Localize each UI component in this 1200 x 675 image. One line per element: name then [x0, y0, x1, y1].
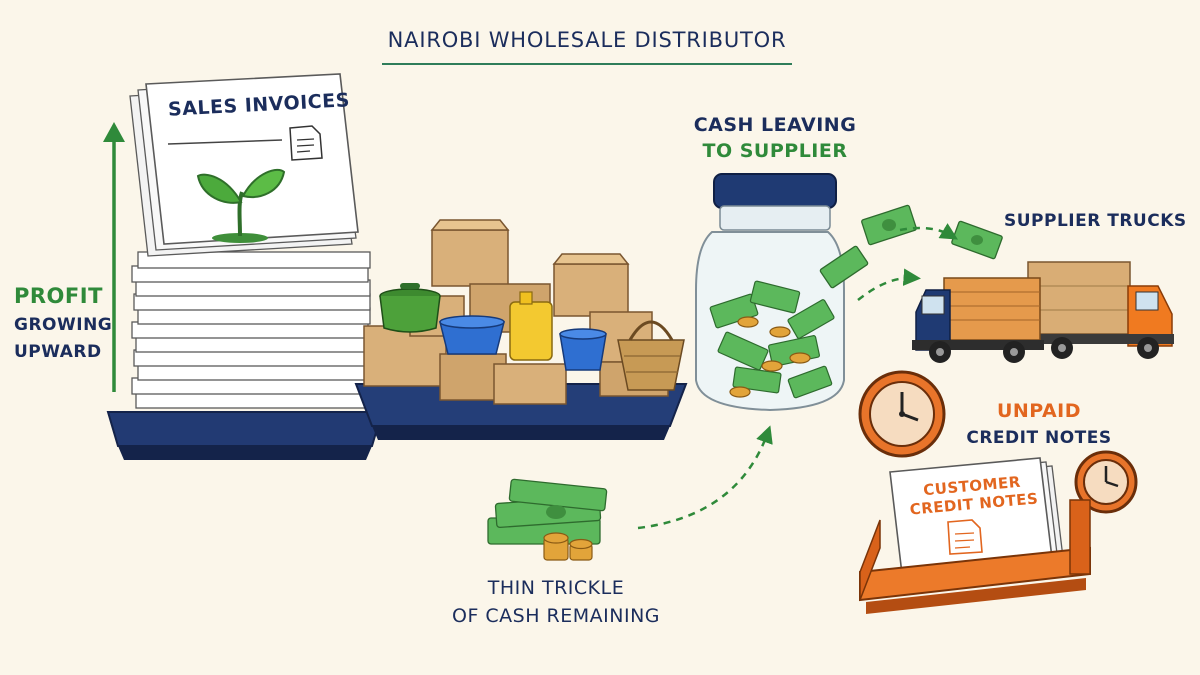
sprout-icon [196, 168, 286, 243]
jar-icon [695, 173, 845, 412]
flow-arrows [637, 223, 959, 530]
invoice-stack [106, 73, 384, 460]
clock-icon [1074, 450, 1138, 514]
cash-pile [487, 478, 608, 561]
document-icon [289, 125, 323, 161]
profit-growing-label: GROWING [14, 315, 113, 335]
document-icon [947, 519, 983, 555]
truck-icon [912, 261, 1174, 363]
credit-notes-tray [859, 457, 1091, 614]
coin-icon [729, 316, 811, 398]
cash-leaving-label: CASH LEAVING [693, 114, 857, 136]
pot-icon [379, 283, 441, 333]
basket-icon [617, 320, 685, 391]
trickle-label-line2: OF CASH REMAINING [451, 605, 661, 627]
to-supplier-label: TO SUPPLIER [702, 140, 848, 162]
clock-icon [858, 370, 946, 458]
supplier-trucks-label: SUPPLIER TRUCKS [1004, 211, 1187, 231]
basin-icon [439, 315, 607, 371]
credit-notes-label: CREDIT NOTES [966, 428, 1112, 448]
profit-upward-label: UPWARD [14, 342, 102, 362]
profit-label: PROFIT [14, 284, 103, 308]
jerrycan-icon [509, 291, 553, 361]
profit-arrow [103, 122, 125, 392]
inventory-pallet [354, 219, 688, 440]
trickle-label-line1: THIN TRICKLE [487, 577, 625, 599]
banknote-icon [819, 204, 1003, 289]
coin-icon [543, 532, 593, 561]
title-underline [382, 63, 792, 66]
unpaid-label: UNPAID [996, 400, 1082, 422]
page-title: NAIROBI WHOLESALE DISTRIBUTOR [387, 28, 787, 52]
title-block: NAIROBI WHOLESALE DISTRIBUTOR [382, 28, 792, 66]
